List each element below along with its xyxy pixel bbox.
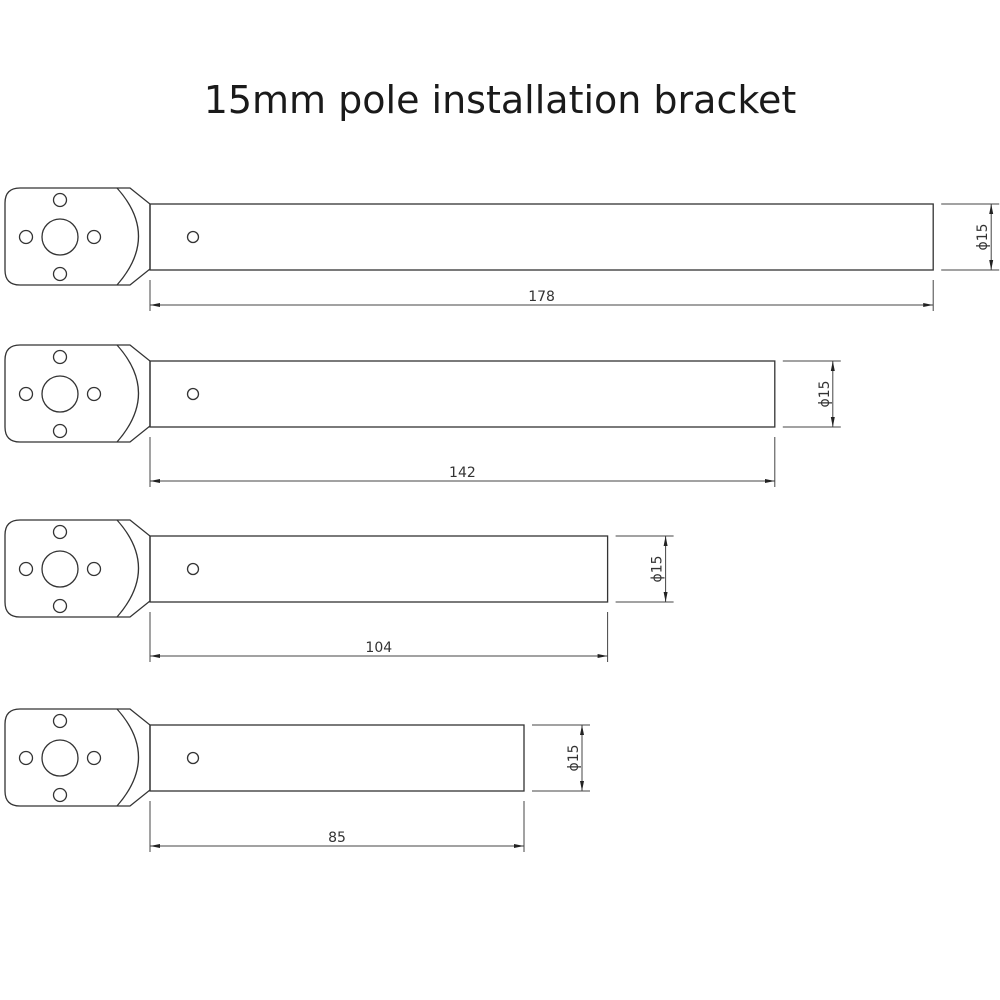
center-hole [41,375,79,413]
pole-rod [149,724,525,792]
pole-rod [149,203,934,271]
bracket: 178 ϕ15 [4,187,1000,311]
pole-rod [149,535,609,603]
bolt-hole [52,349,68,365]
pole-rod [149,360,776,428]
bolt-hole [52,713,68,729]
length-label: 85 [328,830,346,846]
rod-pin-hole [186,230,200,244]
bracket: 104 ϕ15 [4,519,674,662]
plate-curve [116,708,139,807]
plate-curve [116,344,139,443]
bolt-hole [86,229,102,245]
bolt-hole [52,598,68,614]
bolt-hole [18,750,34,766]
diameter-label: ϕ15 [975,223,991,250]
mounting-plate [4,344,151,443]
center-hole [41,550,79,588]
bolt-hole [52,192,68,208]
bolt-hole [52,787,68,803]
bolt-hole [86,561,102,577]
mounting-plate [4,708,151,807]
diameter-label: ϕ15 [650,555,666,582]
bolt-hole [18,229,34,245]
mounting-plate [4,187,151,286]
mounting-plate [4,519,151,618]
length-label: 142 [449,465,476,481]
bolt-hole [18,561,34,577]
bolt-hole [52,524,68,540]
bolt-hole [52,266,68,282]
diameter-label: ϕ15 [566,744,582,771]
bracket: 142 ϕ15 [4,344,841,487]
rod-pin-hole [186,751,200,765]
center-hole [41,739,79,777]
bolt-hole [86,750,102,766]
bolt-hole [18,386,34,402]
rod-pin-hole [186,562,200,576]
plate-curve [116,187,139,286]
center-hole [41,218,79,256]
diameter-label: ϕ15 [817,380,833,407]
plate-curve [116,519,139,618]
bolt-hole [86,386,102,402]
length-label: 104 [365,640,392,656]
bolt-hole [52,423,68,439]
length-label: 178 [528,289,555,305]
drawing-title: 15mm pole installation bracket [203,78,797,122]
bracket: 85 ϕ15 [4,708,590,852]
rod-pin-hole [186,387,200,401]
